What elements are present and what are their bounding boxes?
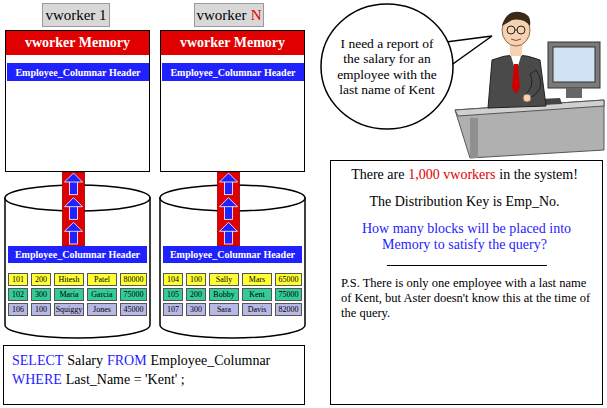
label-text: Salary — [67, 353, 103, 368]
sql-box: SELECT Salary FROM Employee_ColumnarWHERE La… — [3, 345, 305, 405]
label-text: vworker — [196, 7, 246, 23]
table-cell: 101 — [8, 273, 28, 286]
memory-box: vworker MemoryEmployee_Columnar Header — [160, 30, 305, 172]
table-cell: Mars — [242, 273, 272, 286]
table-cell: Squiggy — [54, 303, 84, 316]
label-text: 1,000 vworkers — [408, 167, 495, 182]
table-cell: 300 — [186, 303, 206, 316]
table-cell: 104 — [163, 273, 183, 286]
header-band: Employee_Columnar Header — [7, 63, 149, 81]
paragraph: How many blocks will be placed into Memo… — [341, 221, 592, 255]
label-text: Employee_Columnar Header — [170, 249, 295, 260]
worker-tag: vworker 1 — [42, 3, 110, 27]
speech-bubble: I need a report of the salary for an emp… — [320, 3, 454, 130]
text-block: Employee_Columnar Header — [170, 67, 295, 78]
paragraph: vworker 1 — [45, 7, 106, 23]
label-text: How many blocks will be placed into Memo… — [362, 221, 571, 253]
text-block: SELECT Salary FROM Employee_ColumnarWHERE La… — [12, 352, 296, 390]
text-block: vworker Memory — [6, 31, 149, 55]
text-block: Employee_Columnar Header — [15, 67, 140, 78]
table-cell: 105 — [163, 288, 183, 301]
table-cell: 106 — [8, 303, 28, 316]
table-cell: Davis — [242, 303, 272, 316]
table-cell: 80000 — [120, 273, 147, 286]
data-flow-arrow — [63, 172, 85, 246]
paragraph: I need a report of the salary for an emp… — [335, 36, 439, 96]
label-text: Employee_Columnar Header — [15, 67, 140, 78]
label-text: N — [251, 7, 262, 23]
table-cell: 45000 — [120, 303, 147, 316]
text-block: Employee_Columnar Header — [15, 249, 140, 260]
paragraph: There are 1,000 vworkers in the system! — [341, 167, 592, 184]
table-cell: 100 — [31, 303, 51, 316]
note-box: There are1,000 vworkersin the system!The… — [330, 160, 603, 405]
header-band: Employee_Columnar Header — [162, 63, 304, 81]
paragraph: Employee_Columnar Header — [170, 67, 295, 78]
header-band: Employee_Columnar Header — [163, 246, 302, 263]
paragraph: Employee_Columnar Header — [170, 249, 295, 260]
label-text: Employee_Columnar — [151, 353, 271, 368]
disk-cylinder — [5, 185, 305, 338]
paragraph: Employee_Columnar Header — [15, 249, 140, 260]
table-cell: Hitesh — [54, 273, 84, 286]
table-cell: 65000 — [275, 273, 302, 286]
memory-box: vworker MemoryEmployee_Columnar Header — [5, 30, 150, 172]
label-text: vworker Memory — [25, 35, 130, 50]
table-cell: Patel — [87, 273, 117, 286]
label-text: The Distribution Key is Emp_No. — [369, 194, 559, 209]
label-text: vworker 1 — [45, 7, 106, 23]
paragraph: vworker Memory — [6, 31, 149, 55]
table-cell: Jones — [87, 303, 117, 316]
text-block: Employee_Columnar Header — [170, 249, 295, 260]
table-cell: Garcia — [87, 288, 117, 301]
table-cell: Sara — [209, 303, 239, 316]
text-block: vworker 1 — [45, 7, 106, 24]
text-block: I need a report of the salary for an emp… — [335, 36, 439, 96]
worker-tag: vworker N — [194, 3, 264, 27]
text-block: There are1,000 vworkersin the system!The… — [341, 167, 592, 321]
label-text: SELECT — [12, 353, 63, 368]
answer-line — [387, 264, 547, 266]
label-text: There are — [351, 167, 404, 182]
table-cell: Maria — [54, 288, 84, 301]
label-text: WHERE — [12, 372, 62, 387]
table-cell: 102 — [8, 288, 28, 301]
table-cell: 300 — [31, 288, 51, 301]
label-text: vworker Memory — [180, 35, 285, 50]
table-cell: Kent — [242, 288, 272, 301]
data-flow-arrow — [218, 172, 240, 246]
paragraph: vworker Memory — [161, 31, 304, 55]
table-cell: 82000 — [275, 303, 302, 316]
table-cell: 107 — [163, 303, 183, 316]
paragraph: Employee_Columnar Header — [15, 67, 140, 78]
person-illustration — [455, 12, 604, 158]
table-cell: 100 — [186, 273, 206, 286]
label-text: in the system! — [499, 167, 578, 182]
header-band: Employee_Columnar Header — [8, 246, 147, 263]
paragraph: vworker N — [196, 7, 261, 23]
label-text: FROM — [107, 353, 147, 368]
text-block: vworker Memory — [161, 31, 304, 55]
label-text: Employee_Columnar Header — [15, 249, 140, 260]
paragraph: SELECT Salary FROM Employee_Columnar — [12, 352, 296, 371]
paragraph: P.S. There is only one employee with a l… — [341, 276, 592, 321]
paragraph: WHERE Last_Name = 'Kent' ; — [12, 371, 296, 390]
text-block: vworker N — [196, 7, 261, 24]
table-cell: Sally — [209, 273, 239, 286]
table-cell: Bobby — [209, 288, 239, 301]
label-text: Last_Name = 'Kent' ; — [66, 372, 185, 387]
table-cell: 200 — [186, 288, 206, 301]
label-text: P.S. There is only one employee with a l… — [341, 276, 590, 320]
label-text: Employee_Columnar Header — [170, 67, 295, 78]
table-cell: 75000 — [275, 288, 302, 301]
table-cell: 75000 — [120, 288, 147, 301]
paragraph: The Distribution Key is Emp_No. — [341, 194, 592, 211]
label-text: I need a report of the salary for an emp… — [337, 36, 437, 96]
table-cell: 200 — [31, 273, 51, 286]
